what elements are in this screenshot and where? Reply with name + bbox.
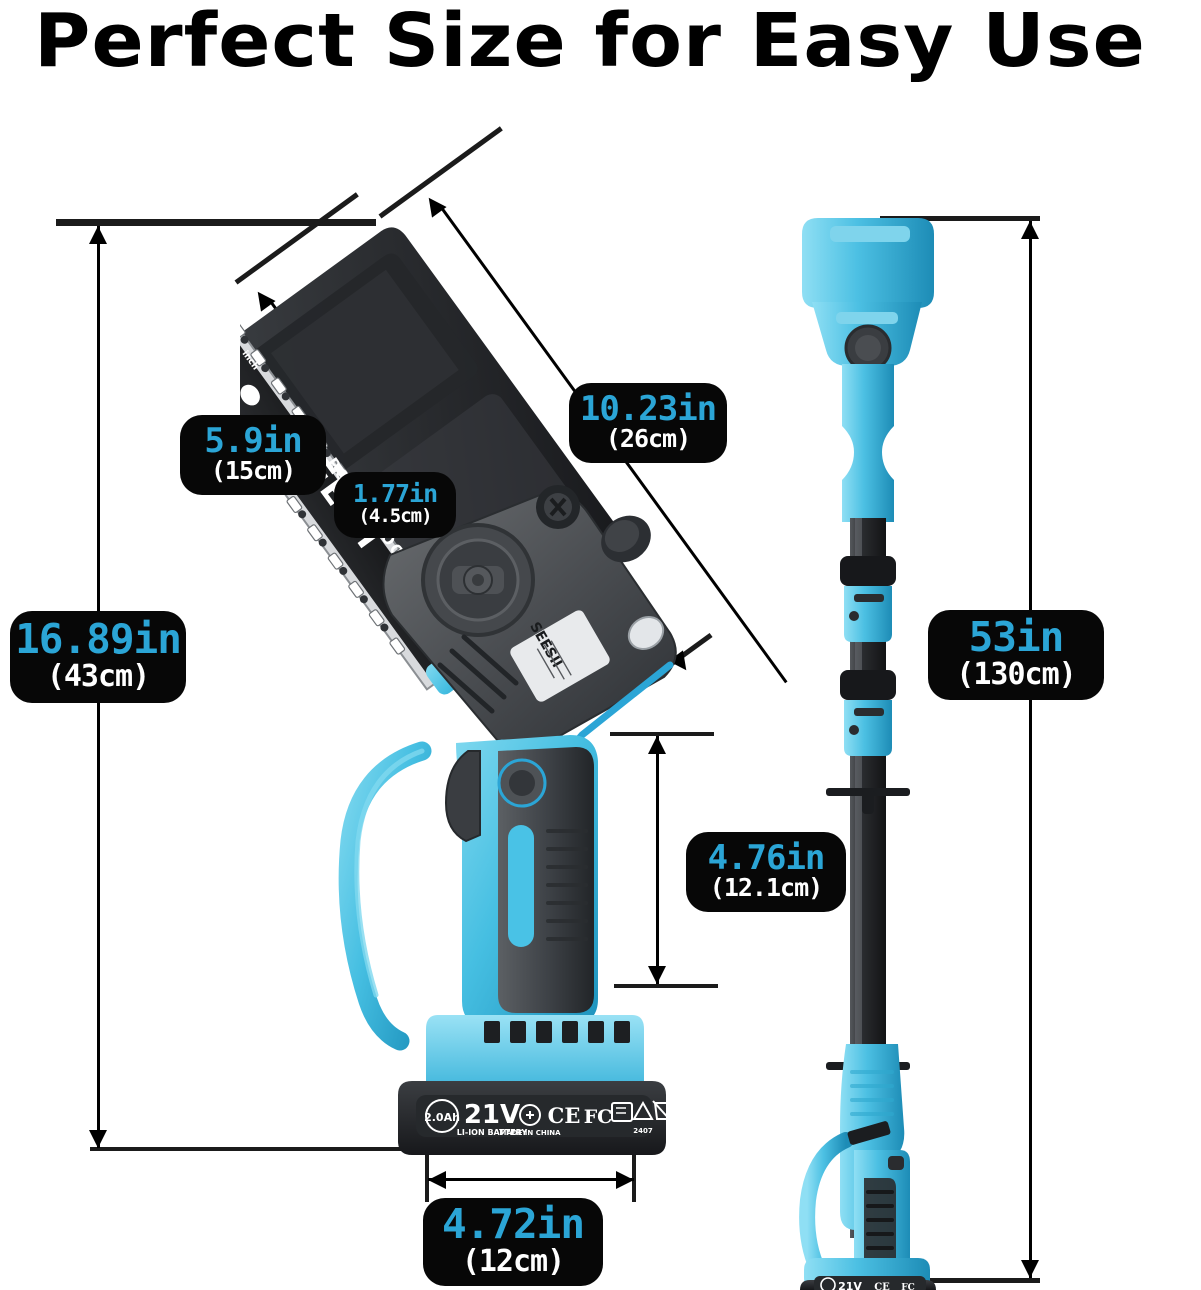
battery-vents [484,1021,630,1043]
dimension-value-metric: (43cm) [46,659,150,695]
pole-saw-handle [799,1044,910,1290]
pole-battery-voltage-text: 21V [838,1280,862,1290]
dimension-value-metric: (12.1cm) [709,873,823,903]
arrowhead-overall-top [89,226,107,244]
mark-fc: FC [584,1106,613,1128]
dimension-value-inches: 16.89in [15,615,182,664]
battery-pack: 2.0Ah 21V LI-ION BATTERY MADE IN CHINA C… [398,1081,672,1155]
extension-line-base-left [425,1140,429,1202]
dimension-value-metric: (4.5cm) [358,504,432,527]
battery-origin-text: MADE IN CHINA [499,1129,561,1137]
oil-cap [627,616,665,650]
arrowhead-base-right [616,1171,634,1189]
dimension-label-overall-height: 16.89in (43cm) [10,611,186,703]
product-image-pole-saw: 21V CE FC [770,200,1000,1290]
bar-bolt [536,485,580,529]
dimension-value-metric: (130cm) [956,657,1076,693]
dimension-value-metric: (12cm) [461,1244,565,1280]
dimension-value-inches: 4.76in [707,837,826,878]
dimension-value-inches: 53in [968,613,1065,662]
extension-line-pole-bottom [880,1278,1040,1283]
battery-mount [426,1015,644,1095]
housing-spec-label: SEESII [510,610,610,702]
dimension-value-inches: 5.9in [204,420,302,461]
battery-chemistry-text: LI-ION BATTERY [457,1128,528,1137]
handle-grip [444,735,598,1025]
arrowhead-base-left [428,1171,446,1189]
chain-tension-knob [601,515,651,563]
pole-trigger [888,1156,904,1170]
handle-guard [338,741,432,1051]
grip-ridges [546,829,588,941]
housing-vents [437,634,519,714]
motor-housing: SEESII [382,485,677,756]
safety-lock-button [497,758,547,808]
dimension-label-bar-width: 1.77in (4.5cm) [334,472,456,538]
sprocket-cover [421,523,535,637]
dimension-label-bar-length: 5.9in (15cm) [180,415,326,495]
pole-saw-battery: 21V CE FC [800,1258,936,1290]
pole-mark-fc: FC [901,1283,915,1290]
pole-collar-lower [840,670,896,756]
battery-voltage-text: 21V [464,1100,520,1130]
dimension-value-metric: (26cm) [605,424,691,454]
dimension-label-body-length: 10.23in (26cm) [569,383,727,463]
arrowhead-grip-bottom [648,966,666,984]
extension-line-pole-top [880,216,1040,221]
arrowhead-pole-bottom [1021,1260,1039,1278]
pole-battery-label [814,1276,926,1290]
product-image-mini-chainsaw: 6 inch SEESII POWER TOOLS [240,195,710,1185]
dimension-line-grip-height [656,736,659,984]
dimension-value-inches: 10.23in [579,388,717,429]
pole-mark-ce: CE [874,1282,890,1290]
pole-saw-head [802,218,934,522]
extension-line-top-overall [56,219,376,226]
dimension-label-base-width: 4.72in (12cm) [423,1198,603,1286]
trigger [444,750,481,843]
arrowhead-overall-bottom [89,1130,107,1148]
battery-date-code: 2407 [633,1127,653,1135]
dimension-value-inches: 4.72in [441,1200,585,1249]
extension-line-grip-top [610,732,714,736]
dimension-value-metric: (15cm) [210,456,296,486]
dimension-label-grip-height: 4.76in (12.1cm) [686,832,846,912]
battery-capacity-text: 2.0Ah [424,1111,460,1124]
extension-line-grip-bottom [614,984,718,988]
extension-line-base-right [632,1140,636,1202]
pole-collar-upper [840,556,896,642]
pole-strap-hook [826,788,910,814]
dimension-label-pole-length: 53in (130cm) [928,610,1104,700]
arrowhead-pole-top [1021,221,1039,239]
extension-line-bottom-overall [90,1147,410,1151]
dimension-line-base-width [428,1178,634,1181]
arrowhead-grip-top [648,736,666,754]
page-title: Perfect Size for Easy Use [34,0,1146,84]
dimension-line-pole-length [1029,221,1032,1278]
dimension-value-inches: 1.77in [352,479,438,509]
mark-ce: CE [548,1103,581,1128]
